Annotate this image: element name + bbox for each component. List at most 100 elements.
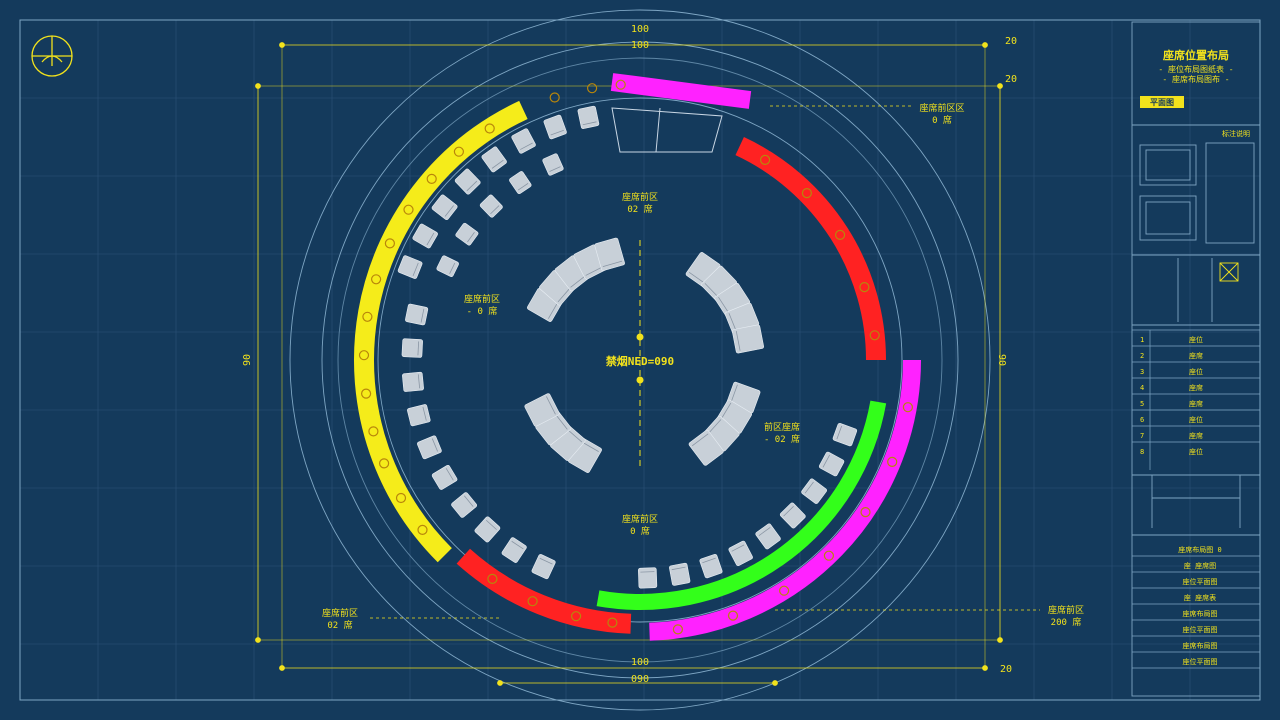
band-marker [527,596,538,607]
zone-label-6: 座席前区 02 席 [322,607,500,631]
stage-area [611,107,723,153]
band-marker [358,350,370,361]
band-marker [570,611,582,622]
seat [402,371,424,392]
band-marker [417,524,428,536]
title-row-label: 座位 [1189,447,1203,456]
title-row-label: 座席 [1189,383,1203,392]
title-subheading-2: - 座席布局图布 - [1162,74,1229,84]
seat [401,338,423,358]
title-row-index: 5 [1140,400,1144,408]
title-note: 座 座席图 [1184,561,1216,570]
seat [431,464,458,490]
svg-text:座席前区: 座席前区 [622,513,658,525]
svg-text:- 02 席: - 02 席 [764,433,800,445]
band-marker [371,274,382,285]
band-marker [395,492,407,504]
zone-label-4: 座席前区 0 席 [622,513,658,537]
seat [594,237,625,271]
dim-bottom-b: 090 [631,674,649,685]
seat [412,223,438,249]
seat [779,502,806,529]
band-marker [902,402,914,413]
dim-right-mid: 90 [996,354,1007,366]
band-marker [887,456,898,467]
seat [554,255,590,292]
dim-top-b: 100 [631,40,649,51]
title-note: 座位平面图 [1183,657,1218,666]
seat [397,255,423,279]
title-note: 座位平面图 [1183,625,1218,634]
dim-right-top-a: 20 [1005,36,1017,47]
title-row-label: 座席 [1189,431,1203,440]
svg-text:- 0 席: - 0 席 [467,305,498,317]
seat [688,429,724,466]
dim-right-bottom: 20 [1000,664,1012,675]
band-marker [834,229,846,240]
seat [801,478,828,504]
title-block [1131,21,1261,697]
band-marker [727,610,739,621]
magenta-zone-band-top [610,73,752,109]
title-row-index: 4 [1140,384,1144,392]
seat [454,168,481,195]
seat [699,553,723,579]
band-marker [859,282,870,293]
seat [732,324,764,354]
title-row-label: 座位 [1189,415,1203,424]
seat [436,255,459,277]
title-row-index: 8 [1140,448,1144,456]
title-note: 座位平面图 [1183,577,1218,586]
title-tag: 平面图 [1150,98,1174,107]
seat [431,194,458,221]
title-row-label: 座位 [1189,335,1203,344]
title-row-index: 7 [1140,432,1144,440]
center-label: 禁烟NED=090 [606,354,674,368]
svg-text:座席前区区: 座席前区区 [919,102,964,114]
seat [405,303,429,326]
title-heading: 座席位置布局 [1162,48,1229,62]
seat [531,554,556,580]
title-row-label: 座席 [1189,399,1203,408]
seat [417,435,442,460]
band-marker [759,154,771,165]
svg-text:前区座席: 前区座席 [764,421,800,433]
seat [524,393,560,427]
zone-label-7: 座席前区 200 席 [775,604,1084,628]
title-row-index: 2 [1140,352,1144,360]
band-markers [358,79,914,635]
seat [501,537,527,563]
seat [755,523,781,550]
red-zone-band-top [735,137,886,361]
band-marker [869,330,880,341]
dim-top-a: 100 [631,24,649,35]
band-marker [362,311,373,322]
svg-text:0 席: 0 席 [630,525,650,537]
seat [728,540,753,567]
seat [577,105,600,129]
band-marker [453,146,464,157]
seat [451,492,478,518]
svg-text:02 席: 02 席 [627,203,652,215]
title-note: 座席布局图 [1183,609,1218,618]
band-marker [403,204,414,215]
svg-text:座席前区: 座席前区 [464,293,500,305]
seat [669,562,691,586]
title-row-label: 座席 [1189,351,1203,360]
seat [481,146,507,173]
seat [638,567,658,589]
dim-left-mid: 90 [242,354,253,366]
band-marker [484,123,495,134]
title-note: 座 座席表 [1184,593,1216,602]
seat [474,516,501,543]
title-subheading: - 座位布局图纸表 - [1158,64,1233,74]
title-tag-background [1140,96,1184,108]
band-marker [586,83,598,94]
zone-label-5: 座席前区区 0 席 [770,102,965,126]
title-header-small: 标注说明 [1222,129,1250,138]
seat [479,194,503,218]
dim-right-top-b: 20 [1005,74,1017,85]
title-row-index: 3 [1140,368,1144,376]
